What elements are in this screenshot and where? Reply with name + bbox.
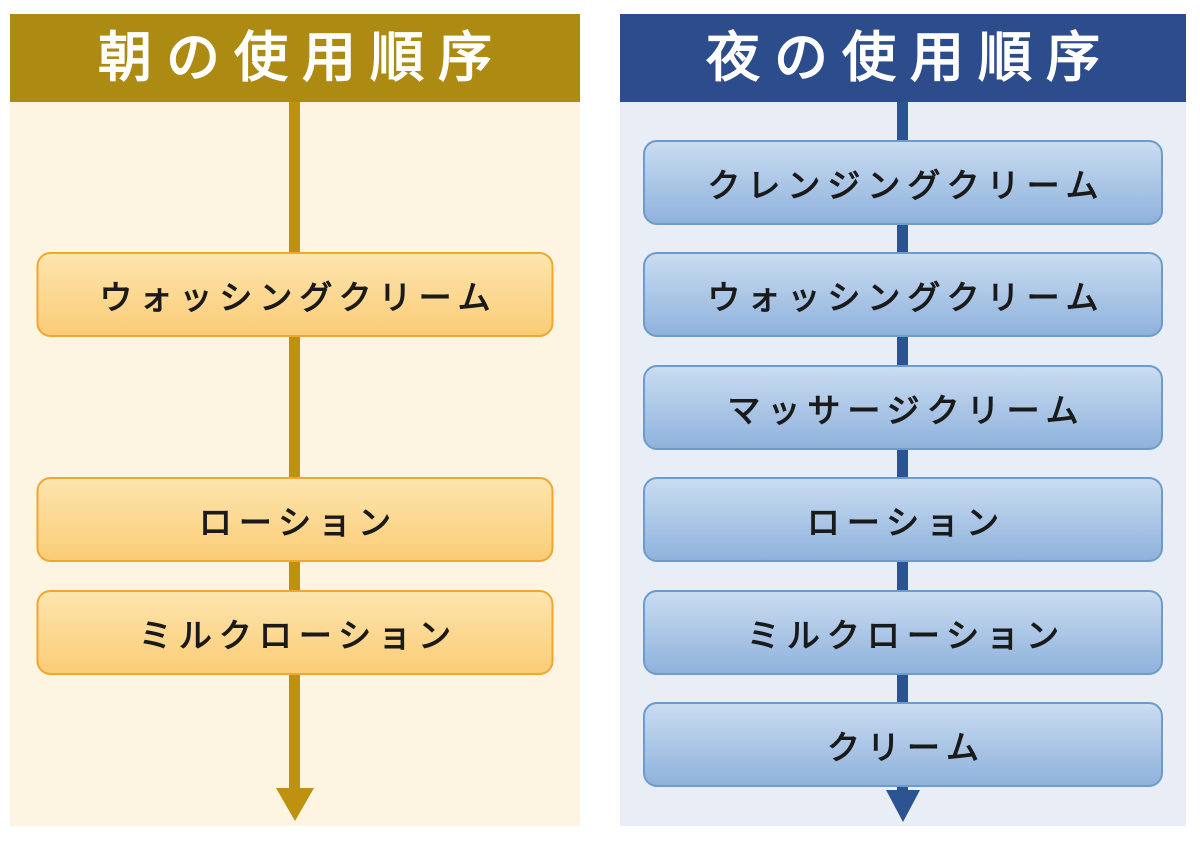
step-label: ローション (806, 503, 1007, 541)
night-step-cream: クリーム (643, 702, 1163, 787)
step-label: ローション (198, 503, 399, 541)
night-panel: 夜の使用順序 クレンジングクリーム ウォッシングクリーム マッサージクリーム ロ… (620, 14, 1186, 826)
step-label: ミルクローション (746, 616, 1067, 654)
night-panel-body: クレンジングクリーム ウォッシングクリーム マッサージクリーム ローション ミル… (620, 102, 1186, 826)
morning-panel: 朝の使用順序 ウォッシングクリーム ローション ミルクローション (10, 14, 580, 826)
night-panel-header: 夜の使用順序 (620, 14, 1186, 102)
morning-step-lotion: ローション (36, 477, 554, 562)
step-label: ウォッシングクリーム (99, 278, 498, 316)
night-step-cleansing-cream: クレンジングクリーム (643, 140, 1163, 225)
step-label: ウォッシングクリーム (707, 278, 1106, 316)
step-label: ミルクローション (138, 616, 459, 654)
morning-step-milk-lotion: ミルクローション (36, 590, 554, 675)
morning-down-arrow-icon (276, 788, 314, 821)
step-label: クレンジングクリーム (707, 166, 1106, 204)
night-step-milk-lotion: ミルクローション (643, 590, 1163, 675)
morning-step-washing-cream: ウォッシングクリーム (36, 252, 554, 337)
morning-panel-title: 朝の使用順序 (98, 28, 506, 88)
step-label: クリーム (826, 728, 986, 766)
night-panel-title: 夜の使用順序 (706, 28, 1114, 88)
morning-panel-header: 朝の使用順序 (10, 14, 580, 102)
morning-panel-body: ウォッシングクリーム ローション ミルクローション (10, 102, 580, 826)
night-step-washing-cream: ウォッシングクリーム (643, 252, 1163, 337)
night-step-massage-cream: マッサージクリーム (643, 365, 1163, 450)
night-down-arrow-icon (886, 790, 920, 822)
morning-flow-line (289, 102, 300, 790)
step-label: マッサージクリーム (727, 391, 1086, 429)
night-step-lotion: ローション (643, 477, 1163, 562)
